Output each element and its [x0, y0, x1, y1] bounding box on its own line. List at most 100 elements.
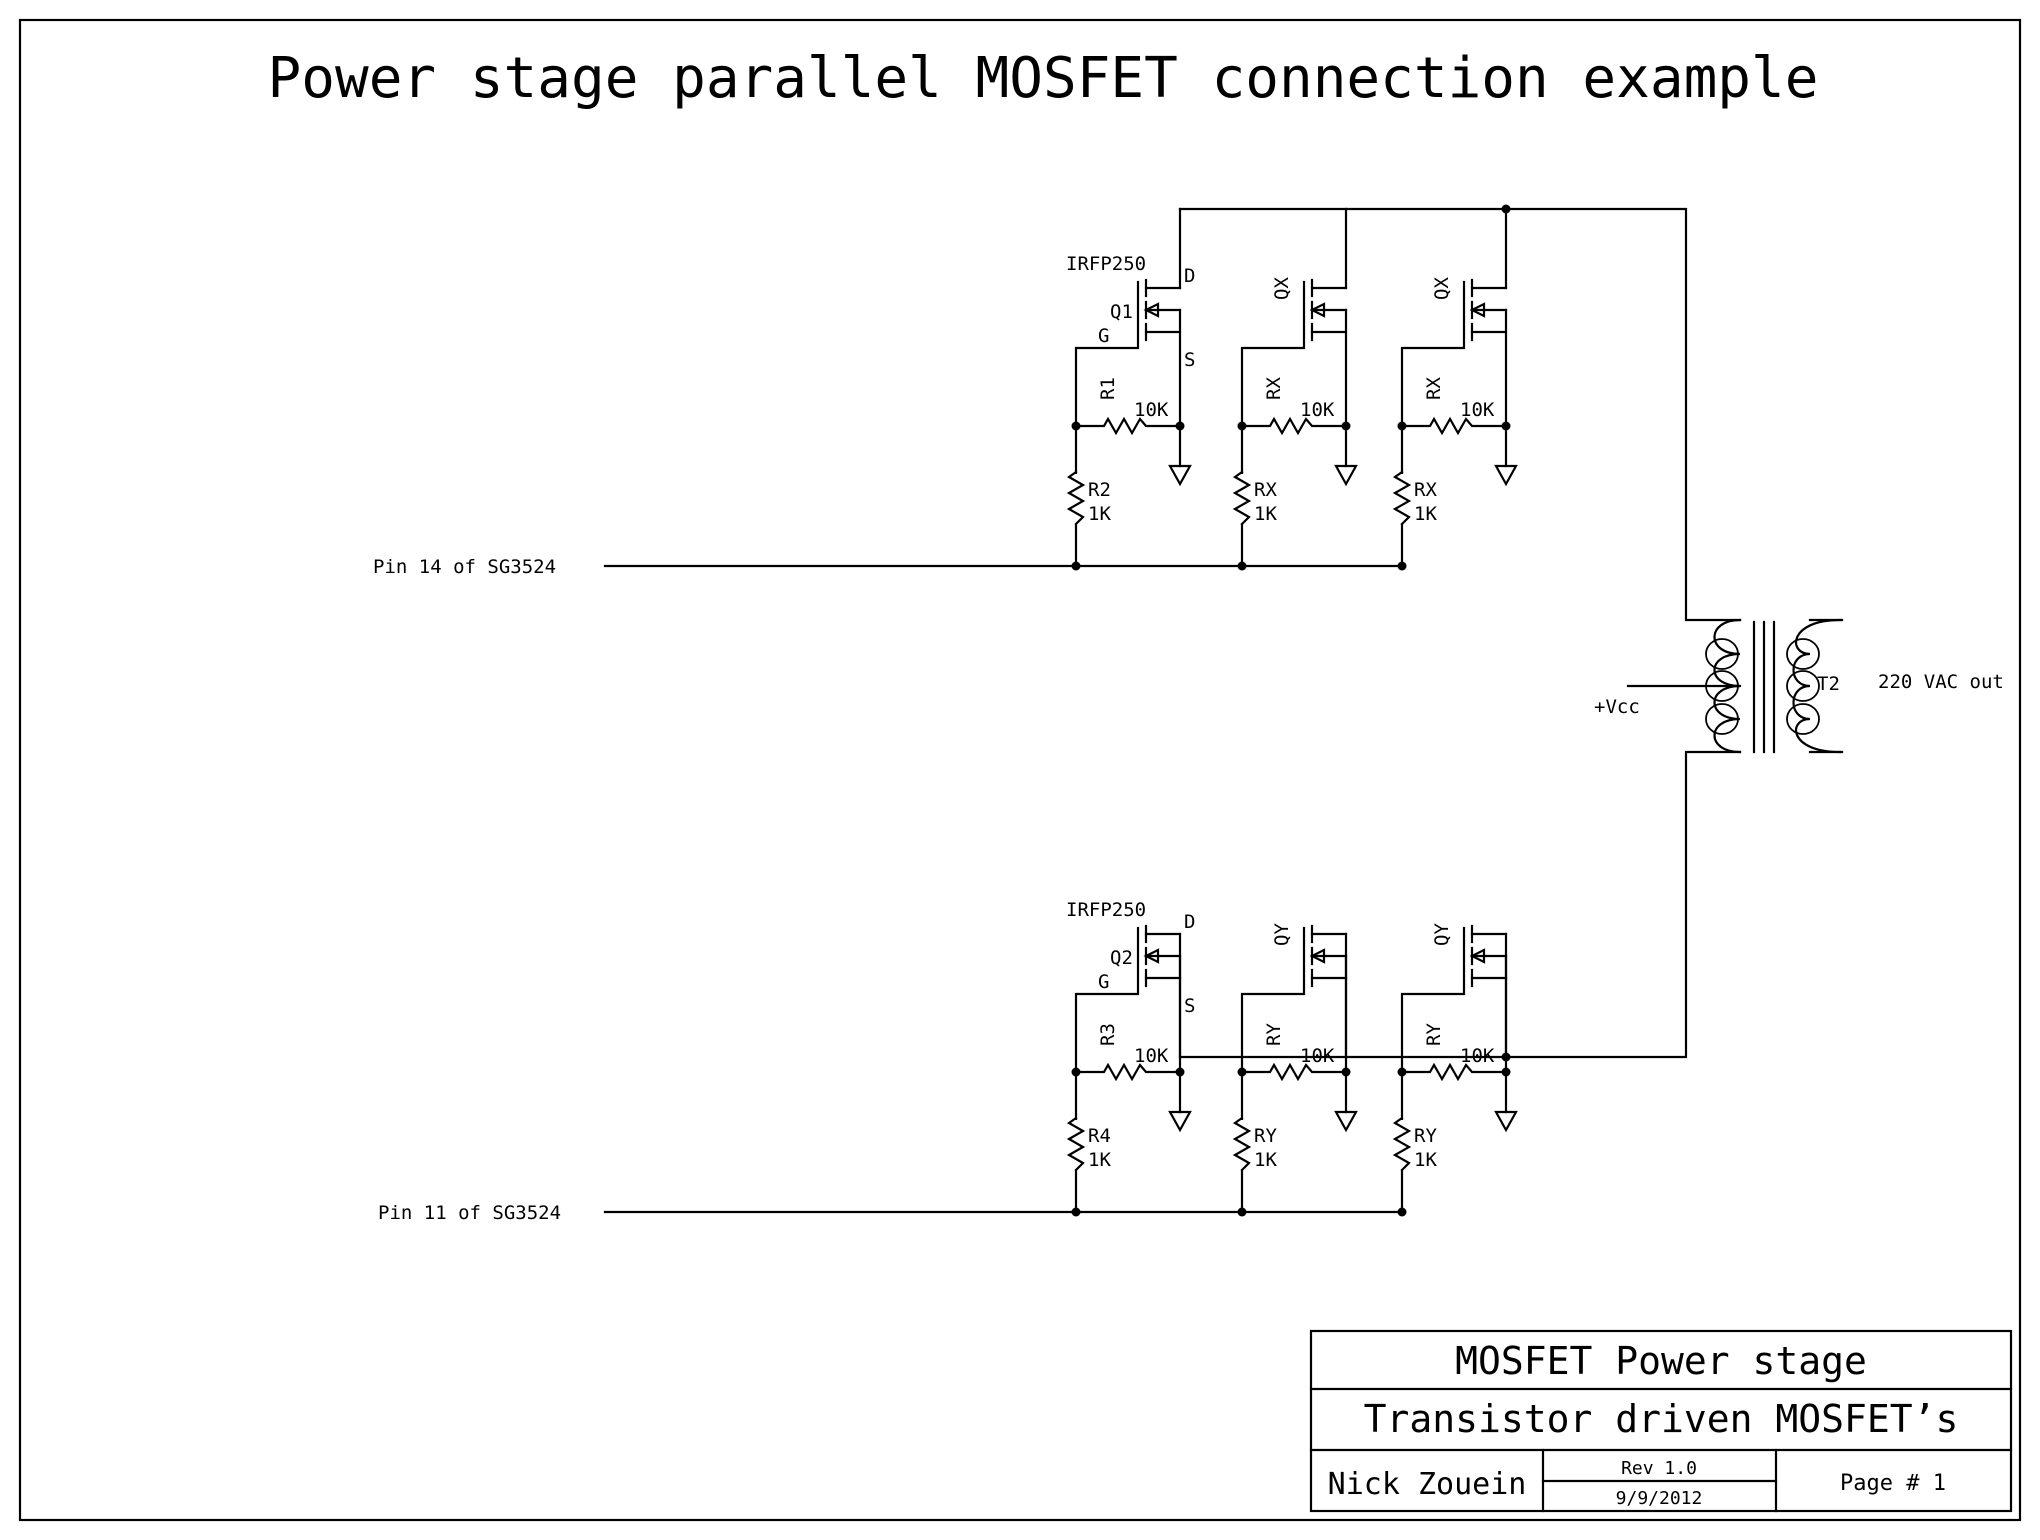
gate-series-resistor [1066, 1116, 1086, 1172]
bottom-mosfet-bank: IRFP250DGSQ2R310KR41KQYRY10KRY1KQYRY10KR… [1064, 899, 1518, 1217]
resistor-gap [1230, 474, 1254, 524]
junction-dot [1341, 1067, 1351, 1077]
title-block-rev: Rev 1.0 [1621, 1458, 1697, 1479]
secondary-winding [1792, 618, 1842, 754]
junction-dot [1501, 1067, 1511, 1077]
junction-dot [1237, 421, 1247, 431]
gate-source-resistor [1400, 1062, 1508, 1082]
part-number-label: IRFP250 [1066, 253, 1146, 275]
title-block-date: 9/9/2012 [1616, 1488, 1703, 1509]
junction-dot [1237, 1207, 1247, 1217]
gate-pin-label: G [1098, 325, 1109, 347]
body-arrow [1309, 948, 1326, 964]
gate-source-resistor-label: RX [1423, 377, 1445, 400]
transformer-ref: T2 [1817, 673, 1840, 695]
gate-source-resistor-value: 10K [1134, 399, 1169, 421]
gate-source-resistor-value: 10K [1300, 399, 1335, 421]
transistor-label: Q1 [1110, 301, 1133, 323]
title-block-heading: MOSFET Power stage [1455, 1339, 1867, 1383]
junction-dot [1175, 421, 1185, 431]
ground-symbol [1494, 1110, 1518, 1133]
secondary-loop [1786, 670, 1820, 702]
junction-dot [1397, 421, 1407, 431]
body-arrow [1309, 302, 1326, 318]
title-block-author: Nick Zouein [1328, 1467, 1527, 1502]
title-block-page: Page # 1 [1840, 1471, 1946, 1496]
title-block: MOSFET Power stage Transistor driven MOS… [1309, 1329, 2013, 1513]
ground-symbol [1334, 464, 1358, 487]
gate-series-resistor-label: RX [1414, 479, 1437, 501]
junction-dot [1237, 1067, 1247, 1077]
junction-dot [1501, 421, 1511, 431]
source-pin-label: S [1184, 349, 1195, 371]
body-arrow [1469, 302, 1486, 318]
gate-series-resistor-label: RY [1254, 1125, 1277, 1147]
junction-dot [1071, 1207, 1081, 1217]
junction-dot [1397, 561, 1407, 571]
resistor-gap [1064, 474, 1088, 524]
gate-series-resistor-value: 1K [1414, 1149, 1437, 1171]
gate-wire [1400, 984, 1466, 1214]
gate-series-resistor-label: R2 [1088, 479, 1111, 501]
gate-wire [1240, 338, 1306, 568]
gate-source-resistor [1240, 416, 1348, 436]
junction-dot [1341, 421, 1351, 431]
ground-symbol [1494, 464, 1518, 487]
body-arrow [1469, 948, 1486, 964]
title-block-subtitle: Transistor driven MOSFET’s [1364, 1397, 1959, 1441]
gate-source-resistor-label: RY [1263, 1023, 1285, 1046]
ground-symbol [1334, 1110, 1358, 1133]
primary-loop [1705, 703, 1739, 735]
bottom-input-label: Pin 11 of SG3524 [378, 1202, 561, 1224]
resistor-gap [1390, 1120, 1414, 1170]
transformer-t2: T2 +Vcc 220 VAC out [1594, 618, 2004, 754]
gate-source-resistor-value: 10K [1300, 1045, 1335, 1067]
bottom-drain-bus [1178, 750, 1742, 1059]
gate-source-resistor-value: 10K [1460, 399, 1495, 421]
ground-symbol [1168, 1110, 1192, 1133]
gate-series-resistor-label: R4 [1088, 1125, 1111, 1147]
body-arrow [1143, 948, 1160, 964]
drain-pin-label: D [1184, 911, 1195, 933]
junction-dot [1071, 1067, 1081, 1077]
gate-source-resistor-label: R1 [1097, 377, 1119, 400]
transistor-label: Q2 [1110, 947, 1133, 969]
transistor-label: QY [1431, 923, 1453, 946]
gate-series-resistor-value: 1K [1254, 503, 1277, 525]
junction-dot [1397, 1207, 1407, 1217]
diagram-title: Power stage parallel MOSFET connection e… [268, 46, 1819, 111]
gate-pin-label: G [1098, 971, 1109, 993]
secondary-loop [1786, 638, 1820, 670]
top-drain-bus [1178, 207, 1742, 622]
gate-series-resistor-label: RX [1254, 479, 1277, 501]
gate-wire [1240, 984, 1306, 1214]
output-label: 220 VAC out [1878, 671, 2004, 693]
junction-dot [1071, 561, 1081, 571]
gate-source-resistor [1074, 416, 1182, 436]
drain-pin-label: D [1184, 265, 1195, 287]
gate-wire [1074, 984, 1140, 1214]
resistor-gap [1390, 474, 1414, 524]
part-number-label: IRFP250 [1066, 899, 1146, 921]
gate-series-resistor-value: 1K [1414, 503, 1437, 525]
resistor-gap [1064, 1120, 1088, 1170]
primary-loop [1705, 638, 1739, 670]
gate-series-resistor [1232, 1116, 1252, 1172]
gate-source-resistor-value: 10K [1134, 1045, 1169, 1067]
gate-series-resistor-value: 1K [1254, 1149, 1277, 1171]
junction-dot [1237, 561, 1247, 571]
sheet-border [18, 18, 2022, 1522]
gate-series-resistor [1392, 470, 1412, 526]
body-arrow [1143, 302, 1160, 318]
ground-symbol [1168, 464, 1192, 487]
gate-source-resistor-label: RX [1263, 377, 1285, 400]
gate-source-resistor-label: R3 [1097, 1023, 1119, 1046]
gate-source-resistor [1240, 1062, 1348, 1082]
gate-series-resistor [1066, 470, 1086, 526]
gate-series-resistor [1392, 1116, 1412, 1172]
